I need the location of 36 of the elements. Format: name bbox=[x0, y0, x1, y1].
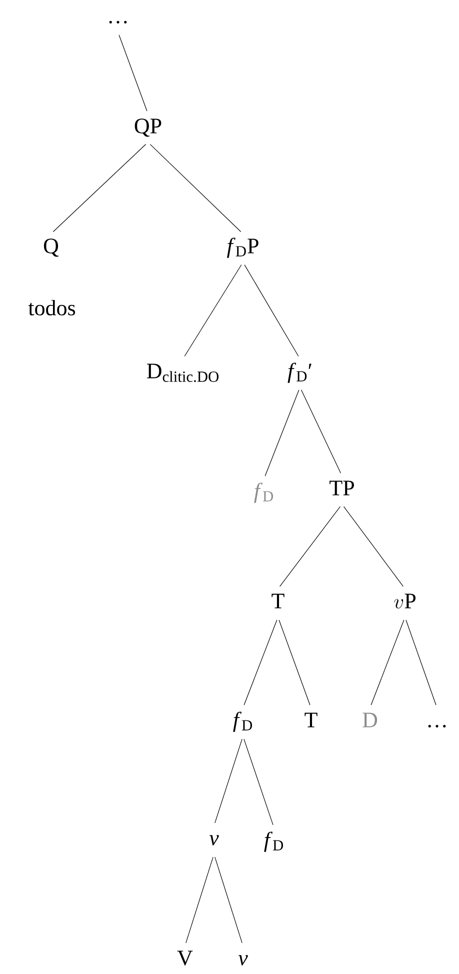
branch-line bbox=[244, 264, 299, 357]
tree-label: T bbox=[304, 712, 318, 728]
branch-line bbox=[214, 738, 242, 824]
tree-label: f$_{D}$P bbox=[227, 238, 258, 258]
branch-line bbox=[52, 144, 146, 232]
tree-label: Q bbox=[44, 238, 59, 257]
tree-label: QP bbox=[134, 118, 162, 137]
tree-label: TP bbox=[330, 480, 354, 496]
tree-label: D bbox=[362, 712, 378, 728]
branch-line bbox=[184, 264, 242, 357]
branch-line bbox=[406, 620, 436, 706]
tree-label: D$_{clitic.DO}$ bbox=[147, 364, 219, 382]
branch-line bbox=[214, 856, 242, 944]
branch-line bbox=[344, 506, 404, 587]
branch-line bbox=[280, 506, 340, 587]
branch-line bbox=[244, 620, 278, 706]
branch-line bbox=[186, 856, 214, 944]
word: todos bbox=[28, 300, 76, 316]
branch-line bbox=[244, 738, 274, 826]
tree-label: $v\mathrm{P}$ bbox=[394, 594, 416, 608]
tree-label: v bbox=[238, 955, 248, 966]
tree-label: v bbox=[209, 835, 219, 846]
branch-line bbox=[118, 34, 148, 112]
tree-label: … bbox=[428, 724, 446, 728]
tree-label: f$_{D}$′ bbox=[288, 362, 312, 383]
branch-line bbox=[264, 390, 300, 476]
tree-label: T bbox=[272, 594, 284, 608]
branch-line bbox=[300, 390, 342, 474]
branch-line bbox=[150, 144, 242, 232]
tree-label: f$_{D}$ bbox=[254, 482, 274, 503]
tree-label: f$_{D}$ bbox=[233, 712, 252, 732]
tree-label: V bbox=[177, 950, 193, 966]
branch-line bbox=[278, 620, 310, 706]
tree-label: f$_{D}$ bbox=[264, 832, 284, 852]
tree-label: … bbox=[109, 20, 127, 24]
branch-line bbox=[370, 620, 404, 706]
